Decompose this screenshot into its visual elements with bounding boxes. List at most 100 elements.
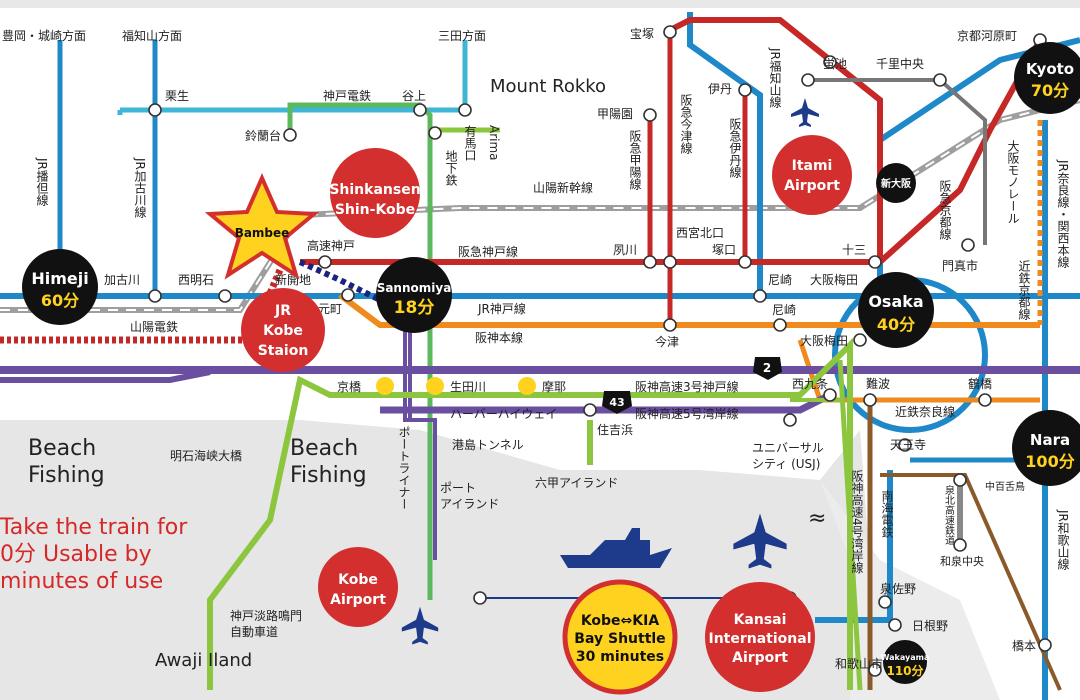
svg-text:30 minutes: 30 minutes bbox=[576, 649, 664, 665]
svg-text:Nara: Nara bbox=[1030, 431, 1070, 449]
station-kyobashi: 京橋 bbox=[337, 380, 361, 394]
station-nakamozu: 中百舌鳥 bbox=[985, 480, 1025, 493]
station-sumiyoshihama: 住吉浜 bbox=[597, 423, 633, 437]
beach-fishing-west-2: Fishing bbox=[28, 463, 105, 488]
svg-text:Wakayama: Wakayama bbox=[881, 653, 930, 662]
svg-text:Airport: Airport bbox=[784, 178, 840, 194]
label-port-island-b: アイランド bbox=[440, 497, 499, 511]
station-hashimoto: 橋本 bbox=[1012, 639, 1036, 653]
wave-symbol: ≈ bbox=[808, 506, 826, 531]
label-jr-wakayama: JR和歌山線 bbox=[1056, 509, 1070, 570]
station-koyoen: 甲陽園 bbox=[597, 107, 633, 121]
awaji-label: Awaji Iland bbox=[155, 650, 252, 671]
station-shinkaichi: 新開地 bbox=[275, 272, 311, 287]
airplane-icon-kobe bbox=[401, 606, 439, 645]
station-wakayamashi: 和歌山市 bbox=[835, 656, 883, 671]
label-hanshin-main: 阪神本線 bbox=[475, 330, 523, 345]
label-akashi-bridge: 明石海峡大橋 bbox=[170, 448, 242, 463]
svg-text:Kyoto: Kyoto bbox=[1026, 60, 1074, 78]
station-kakogawa: 加古川 bbox=[104, 272, 140, 287]
station-imazu: 今津 bbox=[655, 334, 679, 349]
station-nishikujo: 西九条 bbox=[792, 377, 828, 391]
label-hankyu-kyoto: 阪急京都線 bbox=[938, 180, 952, 240]
station-tanigami: 谷上 bbox=[402, 89, 426, 103]
airplane-icon-kansai bbox=[733, 513, 787, 569]
hub-himeji: Himeji 60分 bbox=[22, 249, 98, 325]
svg-text:Kobe⇔KIA: Kobe⇔KIA bbox=[581, 613, 660, 629]
label-sanyo-dentetsu: 山陽電鉄 bbox=[130, 319, 178, 334]
label-jr-kobe: JR神戸線 bbox=[477, 301, 526, 316]
station-tennoji: 天王寺 bbox=[890, 438, 926, 452]
label-harbor-hwy: ハーバーハイウェイ bbox=[450, 407, 557, 421]
station-izumichuo: 和泉中央 bbox=[940, 554, 984, 568]
station-juso: 十三 bbox=[842, 243, 866, 257]
hub-shin-kobe: Shinkansen Shin-Kobe bbox=[329, 148, 421, 238]
hub-itami-airport: Itami Airport bbox=[772, 135, 852, 215]
label-osaka-monorail: 大阪モノレール bbox=[1006, 140, 1020, 224]
hub-sannomiya: Sannomiya 18分 bbox=[376, 257, 452, 333]
station-ikutagawa: 生田川 bbox=[450, 380, 486, 394]
label-awaji-naruto-2: 自動車道 bbox=[230, 625, 278, 639]
label-hankyu-imazu: 阪急今津線 bbox=[679, 94, 693, 154]
svg-text:Shin-Kobe: Shin-Kobe bbox=[335, 202, 415, 218]
label-usj-b: シティ (USJ) bbox=[752, 457, 820, 471]
station-maya: 摩耶 bbox=[542, 379, 566, 394]
label-nankai: 南海電鉄 bbox=[880, 489, 894, 538]
svg-text:Shinkansen: Shinkansen bbox=[329, 182, 420, 198]
label-awaji-naruto: 神戸淡路鳴門 bbox=[230, 608, 302, 623]
svg-text:Bambee: Bambee bbox=[235, 226, 290, 240]
hub-kansai-airport: Kansai International Airport bbox=[705, 582, 815, 692]
beach-fishing-east-1: Beach bbox=[290, 436, 358, 461]
svg-text:18分: 18分 bbox=[394, 298, 435, 318]
station-hineno: 日根野 bbox=[912, 619, 948, 633]
hanshin-main-line bbox=[338, 292, 1040, 328]
label-kintetsu-nara: 近鉄奈良線 bbox=[895, 404, 955, 419]
label-jr-bantan: JR播但線 bbox=[35, 157, 49, 206]
hub-jr-kobe: JR Kobe Staion bbox=[241, 288, 325, 372]
direction-sanda: 三田方面 bbox=[438, 28, 486, 43]
promo-line-3: minutes of use bbox=[0, 569, 163, 594]
svg-text:International: International bbox=[708, 631, 811, 647]
hub-osaka: Osaka 40分 bbox=[858, 272, 934, 348]
svg-text:Kansai: Kansai bbox=[734, 612, 787, 628]
station-osaka-umeda-2: 大阪梅田 bbox=[800, 333, 848, 348]
hub-shin-osaka: 新大阪 bbox=[876, 163, 916, 203]
svg-text:Kobe: Kobe bbox=[263, 323, 303, 339]
hub-wakayama: Wakayama 110分 bbox=[881, 640, 930, 684]
svg-text:Airport: Airport bbox=[732, 650, 788, 666]
station-takarazuka: 宝塚 bbox=[630, 27, 654, 41]
hub-kobe-airport: Kobe Airport bbox=[318, 547, 398, 627]
svg-text:Itami: Itami bbox=[792, 158, 833, 174]
station-nishinomiya-kitaguchi: 西宮北口 bbox=[676, 225, 724, 240]
osaka-monorail-line bbox=[810, 78, 987, 245]
sea-area-east bbox=[820, 480, 1000, 700]
label-hankyu-kobe: 阪急神戸線 bbox=[458, 244, 518, 259]
station-amagasaki-2: 尼崎 bbox=[772, 303, 796, 317]
svg-text:Kobe: Kobe bbox=[338, 572, 378, 588]
svg-text:Bay Shuttle: Bay Shuttle bbox=[574, 631, 665, 647]
promo-line-2: 0分 Usable by bbox=[0, 542, 152, 567]
highlight-stations bbox=[376, 377, 536, 395]
svg-text:Osaka: Osaka bbox=[868, 292, 923, 311]
label-hanshin-exp4: 阪神高速4号湾岸線 bbox=[850, 470, 864, 574]
station-kadoma: 門真市 bbox=[942, 258, 978, 273]
station-motomachi: 元町 bbox=[318, 302, 342, 316]
label-arima-vertical: Arima bbox=[487, 125, 501, 161]
label-arima: 有馬口 bbox=[463, 125, 477, 161]
svg-text:Sannomiya: Sannomiya bbox=[377, 281, 452, 295]
beach-fishing-west-1: Beach bbox=[28, 436, 96, 461]
ferry-icon bbox=[560, 528, 672, 568]
label-hanshin-exp5: 阪神高速5号湾岸線 bbox=[635, 406, 739, 421]
label-port-liner: ポートライナー bbox=[397, 426, 411, 510]
station-kurisu: 栗生 bbox=[165, 89, 189, 103]
label-senboku: 泉北高速鉄道 bbox=[943, 484, 955, 545]
label-rokko-island: 六甲アイランド bbox=[535, 476, 618, 490]
route-sign-2: 2 bbox=[753, 357, 782, 380]
svg-text:新大阪: 新大阪 bbox=[881, 177, 912, 190]
svg-text:43: 43 bbox=[609, 396, 624, 409]
jr-fukuchiyama-line bbox=[687, 12, 763, 296]
mount-rokko-label: Mount Rokko bbox=[490, 76, 606, 97]
route-sign-43: 43 bbox=[602, 391, 632, 414]
direction-toyooka: 豊岡・城崎方面 bbox=[2, 28, 86, 43]
